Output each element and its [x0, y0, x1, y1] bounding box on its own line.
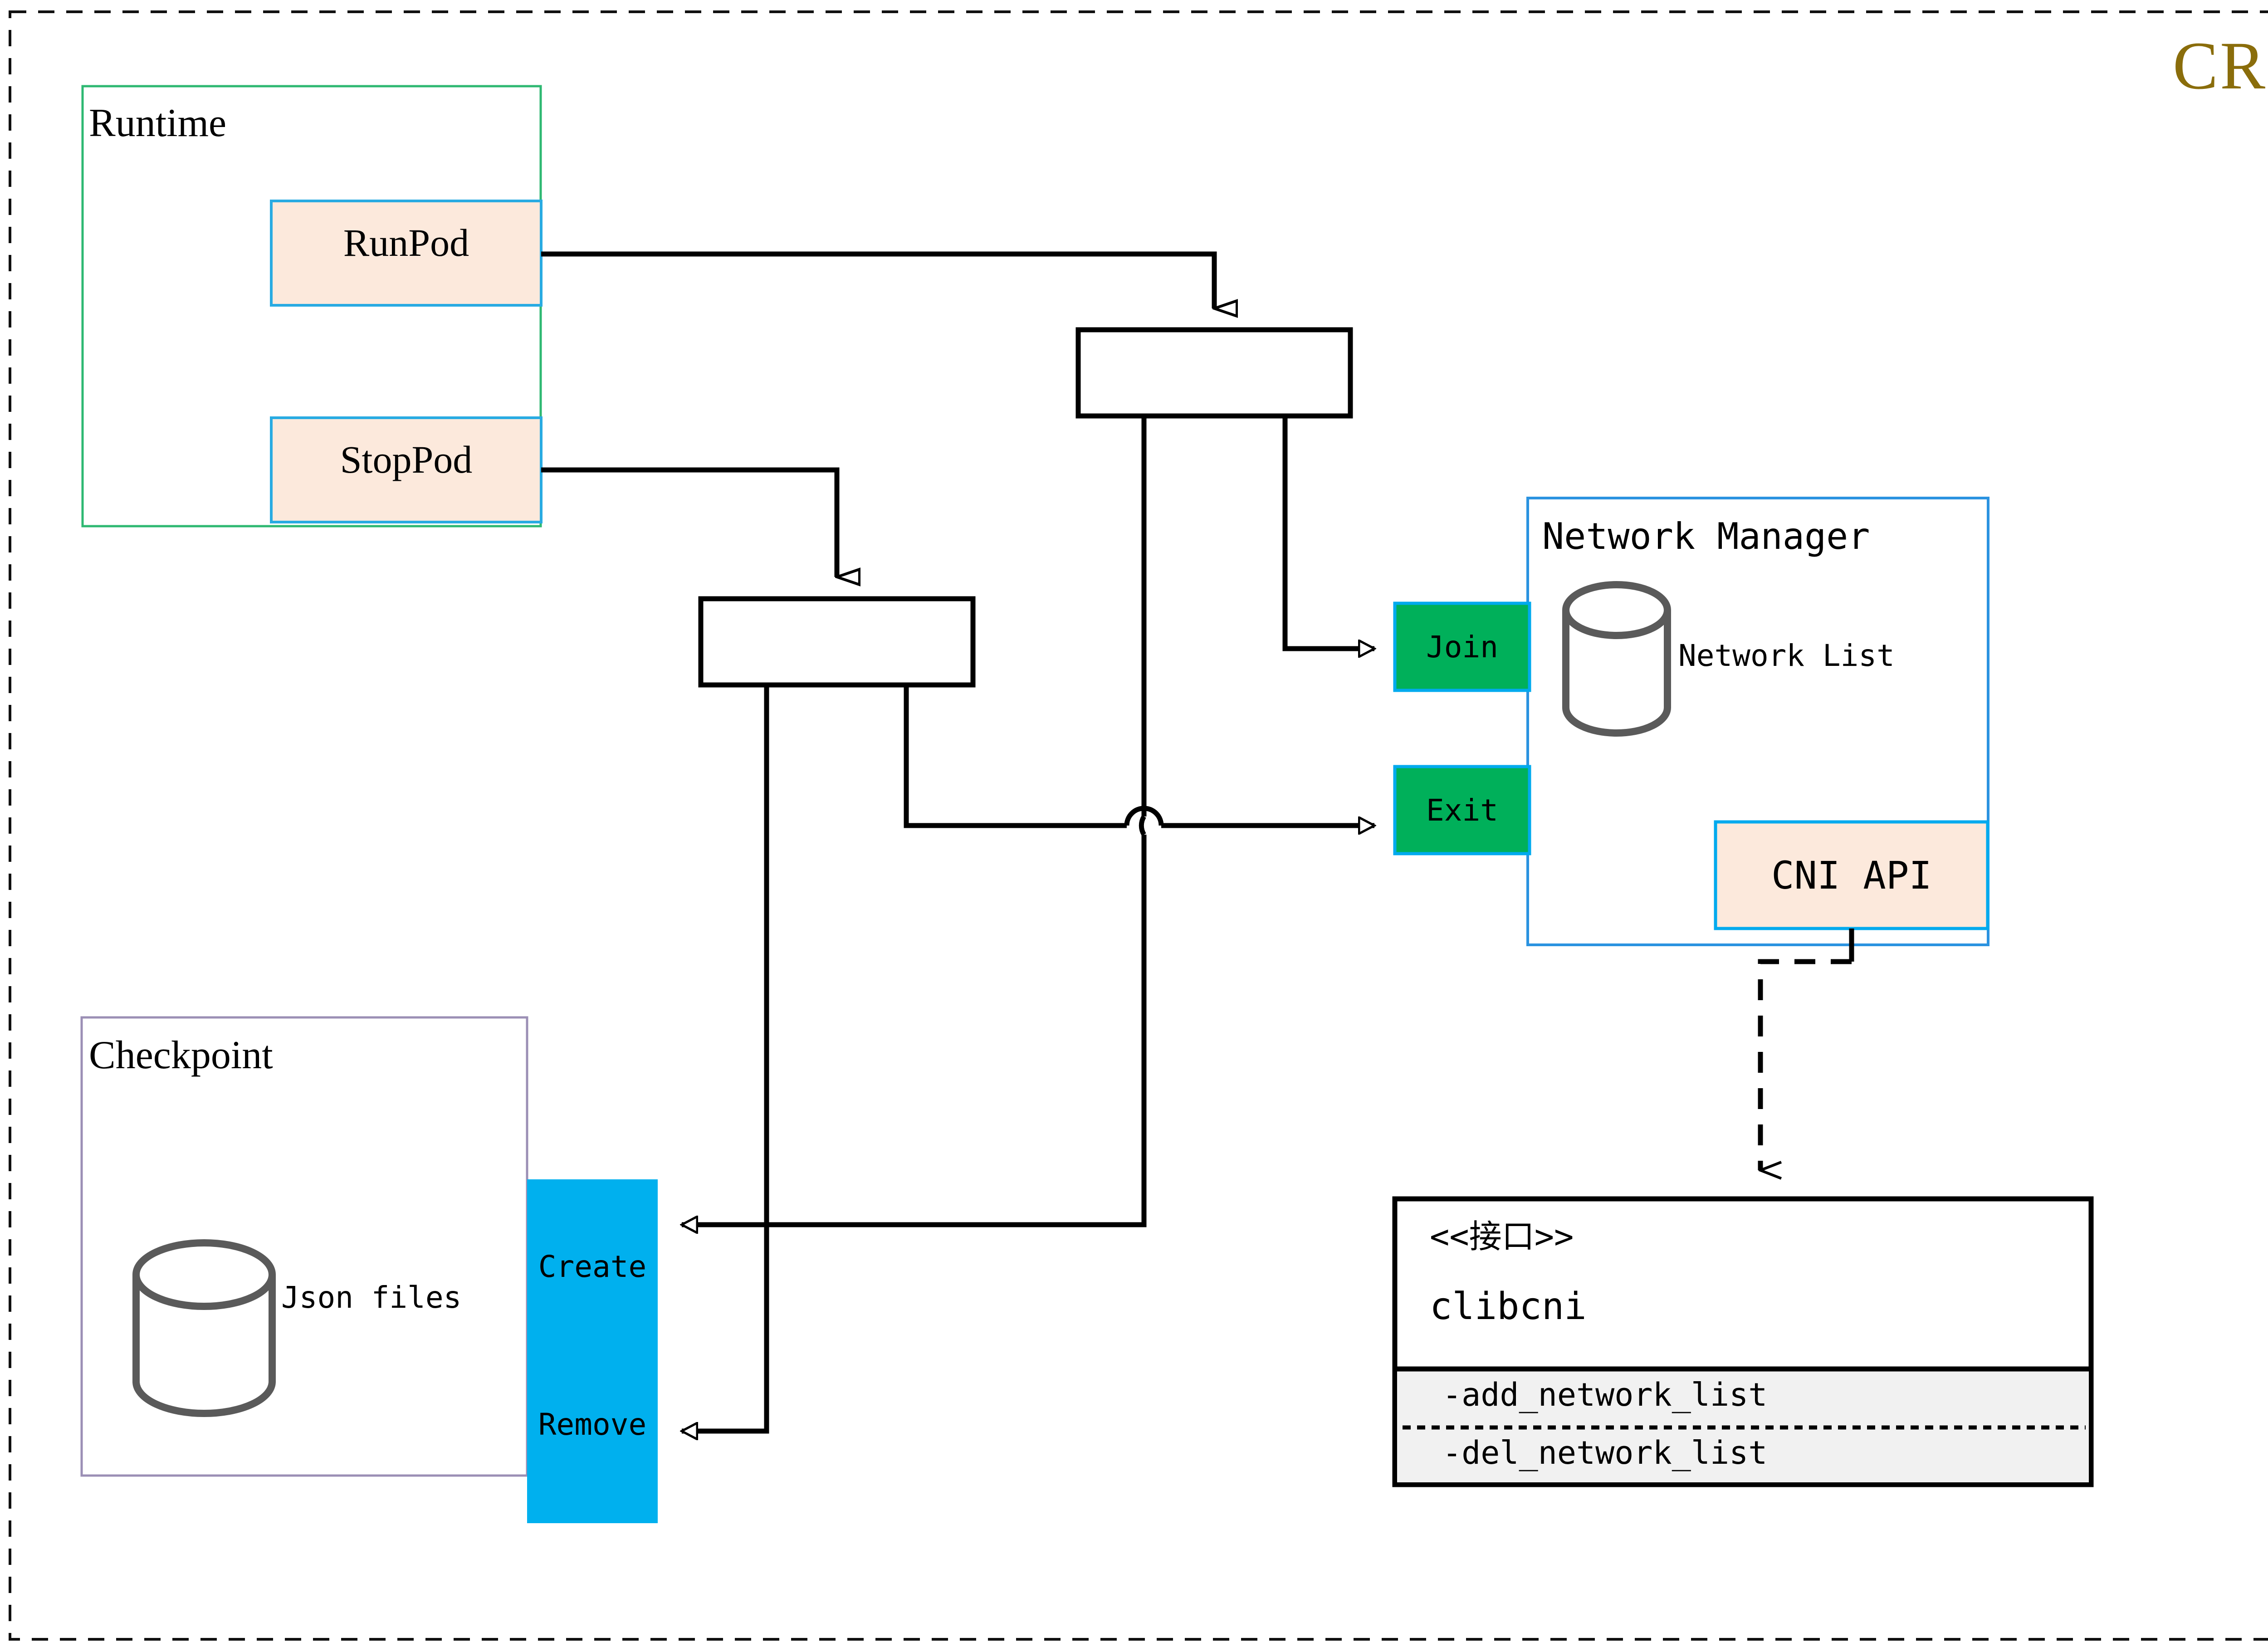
runpod-box	[270, 200, 543, 307]
network-manager-title: Network Manager	[1542, 515, 1870, 557]
network-list-cylinder	[1562, 581, 1671, 737]
edge-runpod-to-fork-upper	[541, 251, 1214, 308]
outer-frame	[9, 10, 2268, 1641]
create-box	[527, 1179, 658, 1365]
edge-fork-upper-to-join	[1282, 416, 1374, 649]
edge-fork-lower-to-exit-a	[904, 685, 1127, 828]
fork-lower-box	[698, 596, 976, 688]
clibcni-method-0: -add_network_list	[1442, 1376, 1768, 1413]
checkpoint-box	[80, 1016, 528, 1477]
edge-fork-lower-to-remove	[682, 685, 769, 1431]
json-files-cylinder	[132, 1239, 276, 1417]
cni-api-label[interactable]: CNI API	[1771, 853, 1932, 898]
runtime-title: Runtime	[89, 101, 227, 145]
create-label[interactable]: Create	[538, 1249, 647, 1284]
edge-cni-api-to-clibcni-dashed	[1758, 959, 1852, 1170]
line-hop-upper	[1139, 815, 1146, 836]
remove-box	[527, 1337, 658, 1523]
exit-box	[1393, 765, 1531, 855]
cni-api-box	[1714, 820, 1989, 930]
fork-upper-box	[1075, 327, 1353, 419]
runpod-label[interactable]: RunPod	[343, 221, 469, 264]
join-label[interactable]: Join	[1426, 630, 1498, 665]
exit-label[interactable]: Exit	[1426, 793, 1498, 828]
clibcni-stereotype: <<接口>>	[1430, 1217, 1574, 1256]
stoppod-box	[270, 416, 543, 523]
clibcni-method-1: -del_network_list	[1442, 1434, 1768, 1471]
network-list-label: Network List	[1678, 638, 1895, 673]
json-files-label: Json files	[281, 1280, 462, 1315]
checkpoint-title: Checkpoint	[89, 1033, 273, 1077]
edge-stoppod-to-fork-lower	[541, 467, 837, 577]
edge-fork-upper-left-leg-lower	[701, 835, 1147, 1227]
network-manager-box	[1526, 497, 1989, 946]
line-hop-lower	[1124, 806, 1164, 826]
clibcni-name: clibcni	[1430, 1285, 1587, 1328]
join-box	[1393, 601, 1531, 692]
diagram-title: CRI	[2173, 28, 2268, 103]
stoppod-label[interactable]: StopPod	[340, 438, 473, 481]
remove-label[interactable]: Remove	[538, 1407, 647, 1442]
